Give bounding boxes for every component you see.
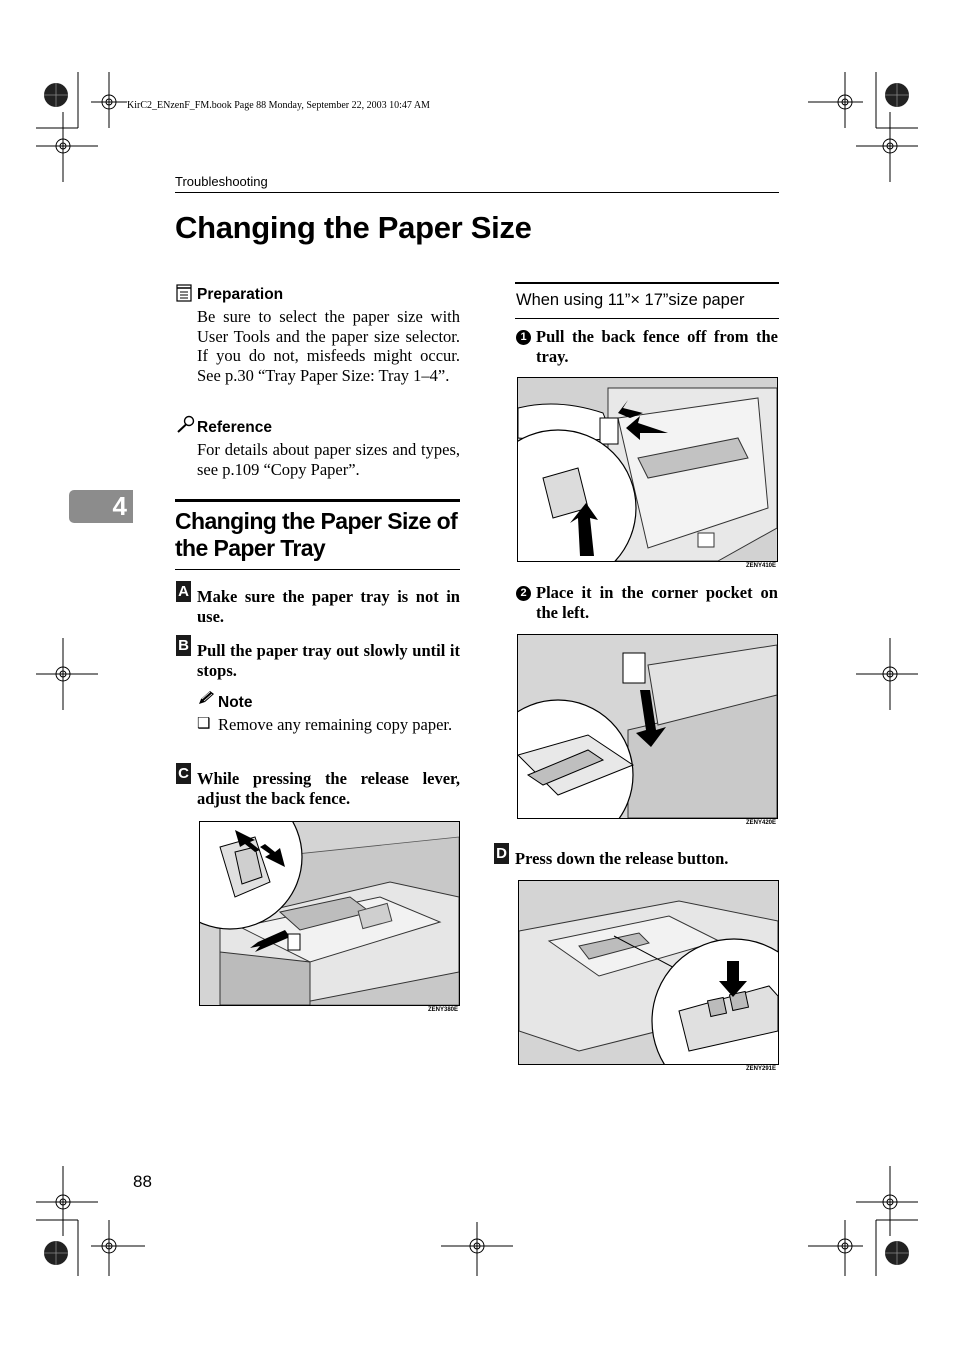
note-bullet: ❑ [197, 716, 211, 732]
section-rule-top [175, 499, 460, 502]
figure-caption: ZENY291E [746, 1066, 777, 1072]
step-number: A [176, 581, 191, 602]
note-heading: Note [218, 694, 253, 711]
step-number: C [176, 763, 191, 784]
reference-heading: Reference [197, 419, 272, 436]
step-text: While pressing the release lever, adjust… [197, 769, 460, 808]
right-rule-bottom [515, 318, 779, 319]
step-number: B [176, 635, 191, 656]
substep-text: Pull the back fence off from the tray. [536, 327, 778, 366]
preparation-icon [176, 284, 192, 302]
figure-caption: ZENY410E [746, 563, 777, 569]
preparation-heading: Preparation [197, 286, 284, 303]
magnifier-icon [177, 415, 195, 433]
page-number: 88 [133, 1172, 152, 1191]
header-rule [175, 192, 779, 193]
running-head: Troubleshooting [175, 174, 268, 189]
file-info: KirC2_ENzenF_FM.book Page 88 Monday, Sep… [127, 100, 430, 111]
substep-text: Place it in the corner pocket on the lef… [536, 583, 778, 622]
section-rule-bottom [175, 569, 460, 570]
illustration-adjust-back-fence [199, 821, 460, 1006]
step-number: D [494, 843, 509, 864]
right-column-heading: When using 11”× 17”size paper [516, 291, 745, 309]
preparation-text: Be sure to select the paper size with Us… [197, 307, 460, 385]
figure-caption: ZENY380E [428, 1007, 459, 1013]
pencil-icon [199, 691, 214, 704]
illustration-pull-back-fence [517, 377, 778, 562]
illustration-release-button [518, 880, 779, 1065]
section-heading: Changing the Paper Size of the Paper Tra… [175, 508, 458, 561]
substep-number: 1 [516, 330, 531, 345]
page-title: Changing the Paper Size [175, 210, 532, 245]
figure-caption: ZENY420E [746, 820, 777, 826]
right-rule-top [515, 282, 779, 284]
illustration-corner-pocket [517, 634, 778, 819]
step-text: Press down the release button. [515, 849, 729, 868]
reference-text: For details about paper sizes and types,… [197, 440, 460, 479]
note-text: Remove any remaining copy paper. [218, 715, 453, 734]
step-text: Pull the paper tray out slowly until it … [197, 641, 460, 680]
chapter-tab: 4 [69, 490, 133, 523]
substep-number: 2 [516, 586, 531, 601]
step-text: Make sure the paper tray is not in use. [197, 587, 460, 626]
